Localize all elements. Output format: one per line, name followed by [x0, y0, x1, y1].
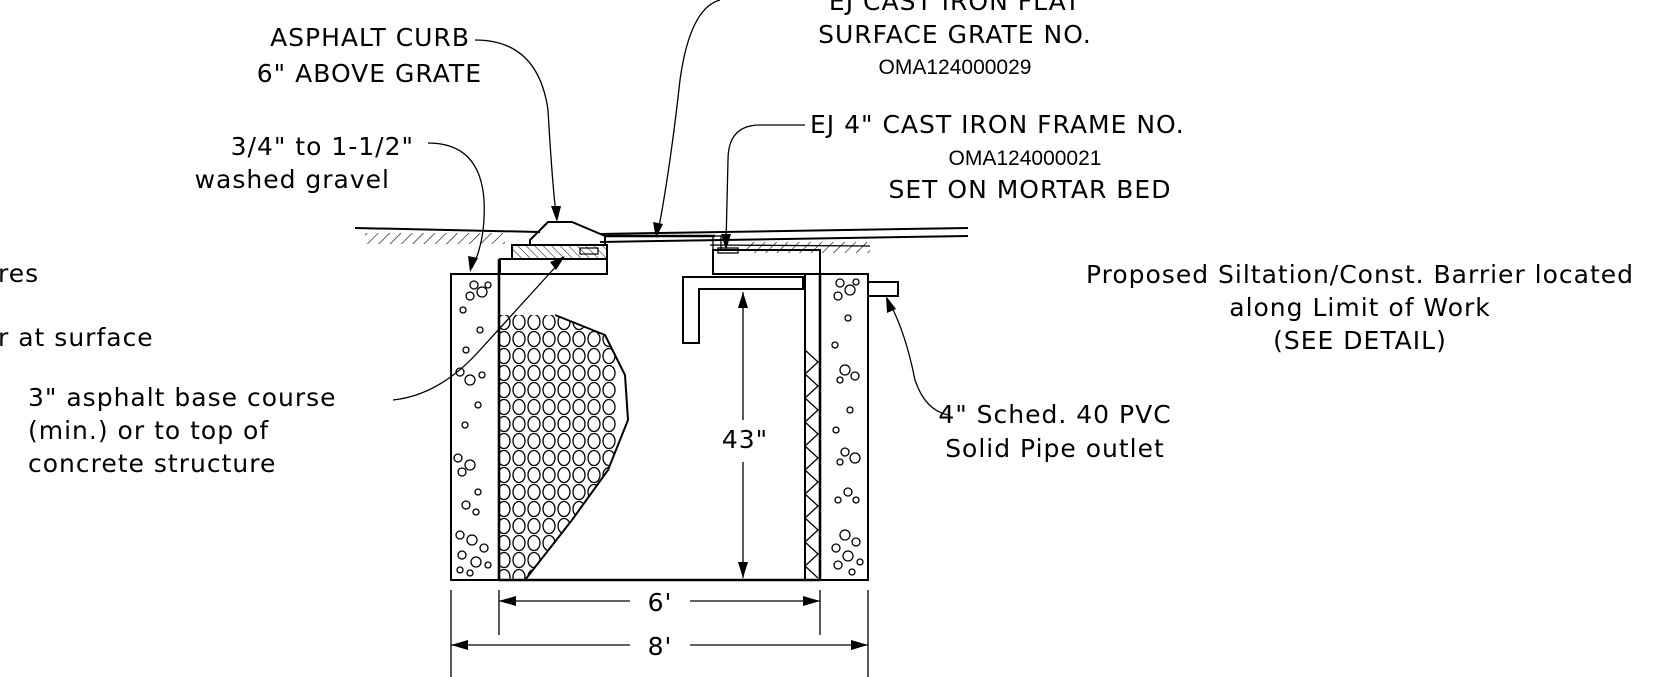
grate-title-line-1: EJ CAST IRON FLAT: [829, 0, 1081, 16]
base-course-label-line-3: concrete structure: [28, 449, 276, 478]
barrier-label-line-1: Proposed Siltation/Const. Barrier locate…: [1086, 260, 1634, 289]
outlet-baffle: [682, 276, 899, 344]
outer-width-dimension-label: 8': [648, 632, 673, 661]
curb-label-line-2: 6" ABOVE GRATE: [257, 59, 482, 88]
base-course-label-line-1: 3" asphalt base course: [28, 383, 337, 412]
barrier-label-line-3: (SEE DETAIL): [1273, 326, 1447, 355]
dimension-lines: [450, 292, 869, 677]
asphalt-curb: [511, 221, 608, 260]
left-partial-label-2: r at surface: [0, 323, 154, 352]
concrete-structure: [497, 259, 822, 582]
leader-lines: [392, 0, 949, 416]
curb-label-line-1: ASPHALT CURB: [270, 23, 470, 52]
height-dimension-label: 43": [722, 425, 768, 454]
ground-surface: [354, 227, 969, 253]
frame-label-line-1: EJ 4" CAST IRON FRAME NO.: [810, 110, 1185, 139]
gravel-label-line-1: 3/4" to 1-1/2": [231, 132, 414, 161]
grate-title-line-2: SURFACE GRATE NO.: [818, 20, 1092, 49]
pipe-label-line-1: 4" Sched. 40 PVC: [938, 400, 1171, 429]
barrier-label-line-2: along Limit of Work: [1229, 293, 1491, 322]
annotations: EJ CAST IRON FLAT SURFACE GRATE NO. OMA1…: [0, 0, 1634, 661]
grate-number: OMA124000029: [879, 56, 1032, 79]
filter-media-cutaway: [500, 314, 630, 581]
pipe-label-line-2: Solid Pipe outlet: [945, 434, 1165, 463]
inner-width-dimension-label: 6': [648, 588, 673, 617]
left-partial-label-1: res: [0, 259, 39, 288]
frame-number: OMA124000021: [949, 147, 1102, 170]
gravel-label-line-2: washed gravel: [195, 165, 390, 194]
frame-label-line-3: SET ON MORTAR BED: [889, 175, 1172, 204]
base-course-label-line-2: (min.) or to top of: [28, 416, 269, 445]
